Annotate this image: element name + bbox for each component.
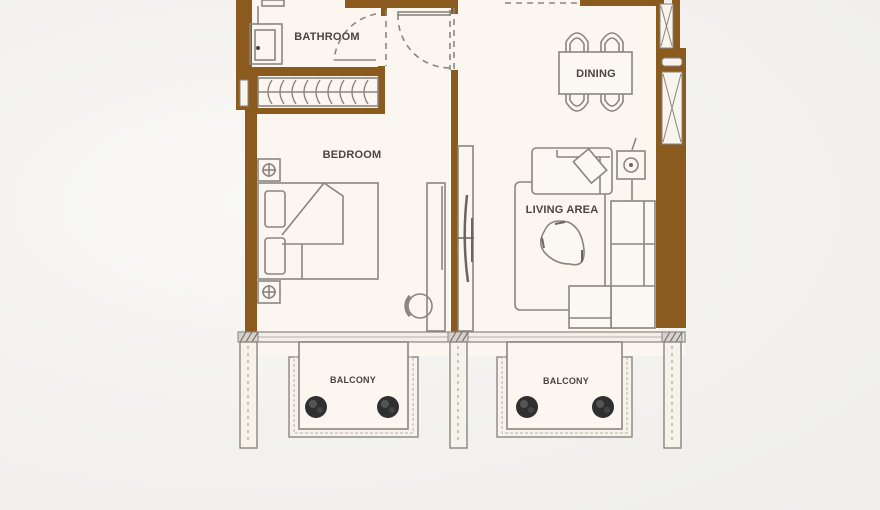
room-label-balcony-left: BALCONY [330,375,376,385]
tv-wall-mount [457,145,474,332]
bathroom: BATHROOM [249,0,377,65]
entry-door [385,2,580,70]
balcony-piers [239,341,682,449]
potted-plant [377,396,399,418]
room-label-balcony-right: BALCONY [543,376,589,386]
balcony-right: BALCONY [496,341,633,438]
balcony-left: BALCONY [288,341,419,438]
room-label-bathroom: BATHROOM [294,31,360,43]
room-label-living-area: LIVING AREA [526,204,599,216]
room-label-dining: DINING [576,68,616,80]
potted-plant [516,396,538,418]
potted-plant [592,396,614,418]
balcony-sill [237,331,686,343]
bedroom: BEDROOM [257,149,446,332]
walls [236,0,686,332]
potted-plant [305,396,327,418]
dining: DINING [558,32,633,112]
living-area: LIVING AREA [514,137,656,329]
room-label-bedroom: BEDROOM [323,149,382,161]
wardrobe [257,77,379,107]
